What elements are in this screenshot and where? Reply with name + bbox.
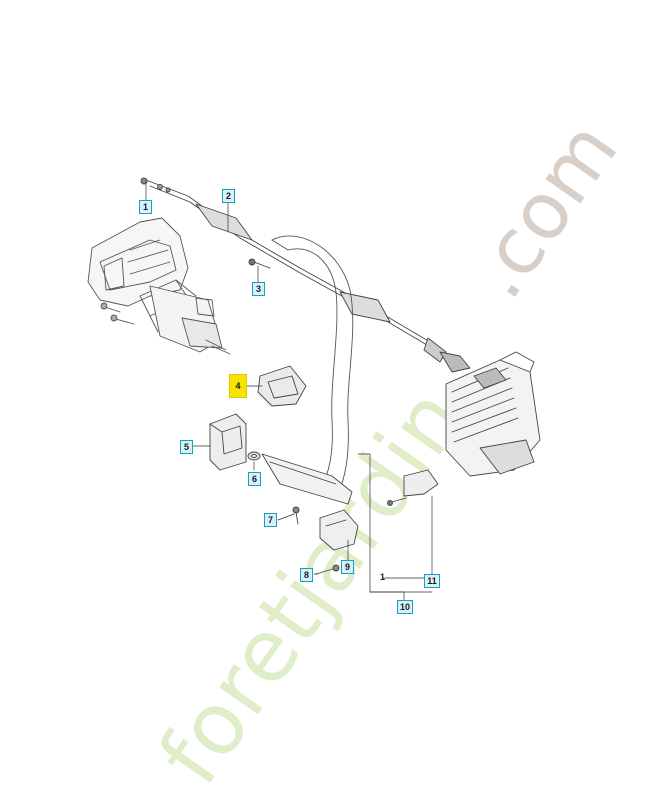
part-9-cover	[319, 509, 359, 551]
callout-3[interactable]: 3	[252, 282, 265, 296]
engine-cylinder	[445, 351, 541, 477]
part-4-plate	[257, 365, 307, 407]
screw-3	[248, 258, 271, 269]
callout-7[interactable]: 7	[264, 513, 277, 527]
part-6-washer	[247, 451, 261, 461]
callout-6[interactable]: 6	[248, 472, 261, 486]
lower-guard	[261, 453, 353, 505]
callout-10[interactable]: 10	[397, 600, 413, 614]
part-11-cap	[387, 469, 439, 506]
leader-lines	[145, 181, 433, 601]
curved-tube	[271, 235, 354, 495]
callout-4-highlighted[interactable]: 4	[229, 374, 247, 398]
callout-9[interactable]: 9	[341, 560, 354, 574]
callout-8[interactable]: 8	[300, 568, 313, 582]
part-5-bracket	[209, 413, 247, 471]
mount-bracket	[100, 285, 231, 355]
label-1-plain: 1	[380, 572, 386, 582]
throttle-rod	[140, 177, 471, 373]
callout-1[interactable]: 1	[139, 200, 152, 214]
saw-housing	[87, 217, 197, 333]
callout-5[interactable]: 5	[180, 440, 193, 454]
part-7-screw	[292, 506, 300, 525]
callout-11[interactable]: 11	[424, 574, 440, 588]
part-8-bolt	[315, 564, 340, 575]
callout-2[interactable]: 2	[222, 189, 235, 203]
